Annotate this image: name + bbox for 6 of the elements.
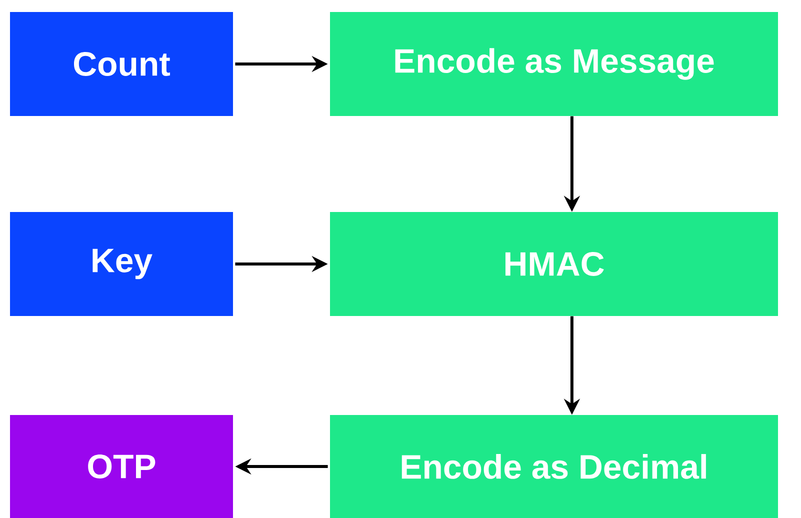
process-box: Encode as Decimal xyxy=(330,415,778,518)
process-box: OTP xyxy=(10,415,233,518)
process-box: Encode as Message xyxy=(330,12,778,116)
process-box: Count xyxy=(10,12,233,116)
process-box: Key xyxy=(10,212,233,316)
process-box: HMAC xyxy=(330,212,778,316)
